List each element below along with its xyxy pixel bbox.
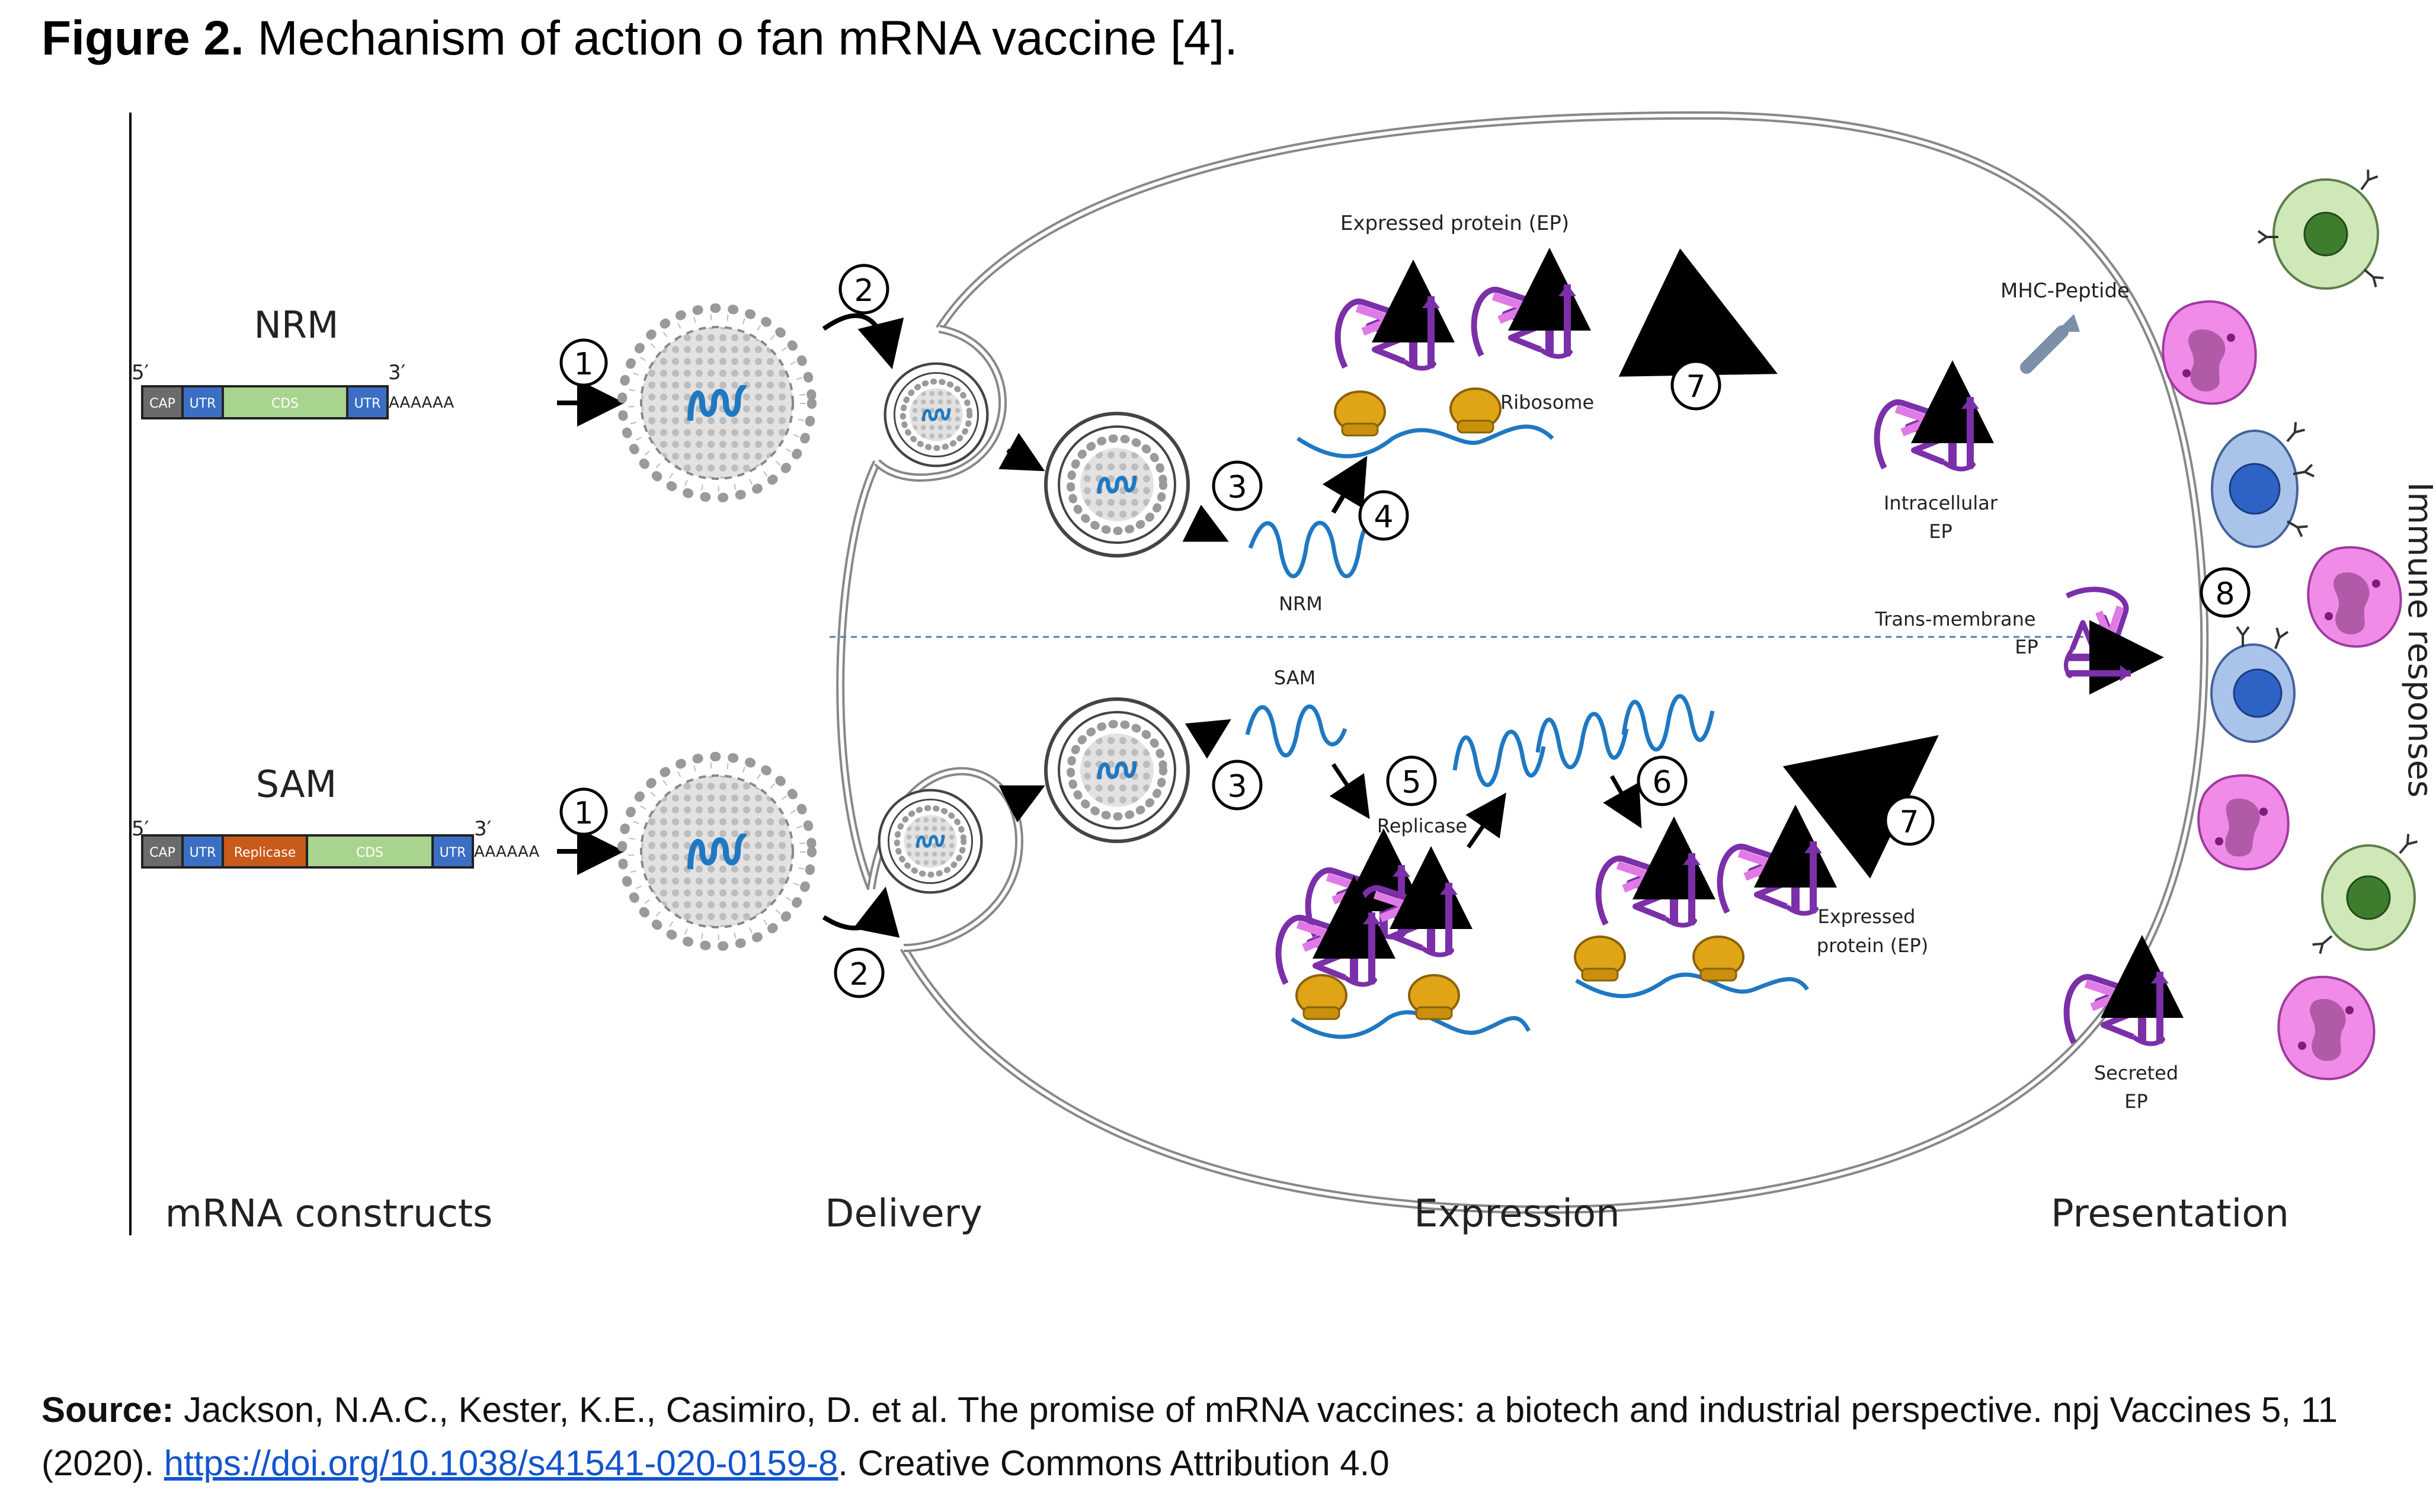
protein-transmembrane — [2066, 590, 2141, 681]
source-license: . Creative Commons Attribution 4.0 — [838, 1443, 1390, 1483]
protein-bottom-2 — [1720, 829, 1822, 914]
immune-cell-green-2 — [2311, 832, 2419, 955]
label-secreted-1: Secreted — [2094, 1062, 2178, 1084]
step-2-sam: 2 — [834, 947, 885, 998]
step-8: 8 — [2200, 567, 2251, 618]
step-3-nrm: 3 — [1212, 460, 1263, 511]
svg-text:6: 6 — [1652, 765, 1672, 800]
sam-construct: 5′ 3′ CAP UTR Replicase CDS UTR AAAAAA — [132, 817, 540, 869]
step-7-top: 7 — [1670, 360, 1721, 411]
label-transmembrane-1: Trans-membrane — [1874, 608, 2035, 630]
figure-caption: Mechanism of action o fan mRNA vaccine [… — [257, 11, 1238, 65]
step-3-sam: 3 — [1212, 760, 1263, 811]
stage-presentation: Presentation — [2051, 1192, 2289, 1236]
sam-seg-utr3: UTR — [440, 845, 466, 860]
construct-name-sam: SAM — [256, 763, 337, 806]
sam-seg-cap: CAP — [149, 845, 175, 860]
nrm-construct: 5′ 3′ CAP UTR CDS UTR AAAAAA — [132, 361, 454, 419]
svg-text:2: 2 — [854, 273, 873, 309]
svg-text:3: 3 — [1227, 470, 1247, 505]
protein-bottom-1 — [1599, 841, 1701, 925]
ribosome-bottom-2 — [1408, 974, 1460, 1020]
immune-cell-pink-3 — [2197, 774, 2290, 871]
label-ribosome: Ribosome — [1500, 391, 1594, 414]
lipid-nanoparticle-sam — [622, 757, 812, 946]
sam-seg-cds: CDS — [356, 845, 383, 860]
label-intracellular-1: Intracellular — [1884, 492, 1998, 514]
nrm-seg-cap: CAP — [149, 396, 175, 411]
svg-text:7: 7 — [1686, 369, 1705, 405]
step-4: 4 — [1358, 490, 1409, 541]
ribosome-bottom-3 — [1574, 936, 1626, 982]
svg-text:8: 8 — [2215, 576, 2235, 612]
label-expressed-protein-bottom-2: protein (EP) — [1817, 934, 1928, 957]
label-secreted-2: EP — [2124, 1090, 2148, 1113]
step-1-nrm: 1 — [559, 338, 608, 387]
cell-membrane — [836, 111, 2209, 1214]
immune-cell-green-1 — [2257, 168, 2385, 290]
source-label: Source: — [41, 1390, 174, 1430]
svg-text:4: 4 — [1374, 499, 1393, 535]
label-replicase: Replicase — [1377, 815, 1467, 837]
immune-cell-pink-1 — [2162, 300, 2257, 405]
svg-text:5: 5 — [1401, 765, 1421, 800]
immune-cell-pink-2 — [2307, 546, 2402, 648]
svg-text:7: 7 — [1899, 805, 1919, 840]
nrm-seg-utr5: UTR — [190, 396, 216, 411]
sam-seg-replicase: Replicase — [234, 845, 296, 860]
sam-seg-utr5: UTR — [190, 845, 216, 860]
nrm-five-prime: 5′ — [132, 361, 149, 385]
endosome-sam — [1046, 699, 1188, 841]
ribosome-bottom-1 — [1295, 974, 1347, 1020]
nrm-seg-cds: CDS — [271, 396, 299, 411]
immune-cell-blue-1 — [2211, 421, 2316, 548]
figure-label: Figure 2. — [41, 11, 244, 65]
ribosome-bottom-4 — [1692, 936, 1744, 982]
nrm-three-prime: 3′ — [388, 361, 405, 385]
stage-delivery: Delivery — [825, 1192, 982, 1236]
protein-top-2 — [1474, 273, 1576, 357]
protein-intracellular — [1877, 385, 1979, 469]
doi-link[interactable]: https://doi.org/10.1038/s41541-020-0159-… — [164, 1443, 838, 1483]
label-sam-strand: SAM — [1274, 667, 1315, 689]
label-expressed-protein-top: Expressed protein (EP) — [1340, 212, 1569, 235]
ribosome-top-1 — [1334, 390, 1386, 437]
label-mhc-peptide: MHC-Peptide — [2000, 279, 2130, 303]
step-6: 6 — [1637, 755, 1688, 806]
svg-text:2: 2 — [849, 957, 869, 992]
protein-top-1 — [1338, 284, 1440, 369]
mhc-peptide-receptor — [2020, 314, 2080, 374]
source-text: Jackson, N.A.C., Kester, K.E., Casimiro,… — [41, 1390, 2338, 1483]
sam-three-prime: 3′ — [474, 817, 491, 841]
svg-text:1: 1 — [574, 347, 593, 382]
step-7-bottom: 7 — [1884, 795, 1935, 846]
stage-expression: Expression — [1414, 1192, 1619, 1236]
immune-cell-blue-2 — [2210, 626, 2296, 743]
lipid-nanoparticle-nrm — [622, 308, 812, 498]
step-2-nrm: 2 — [838, 264, 889, 315]
step-1-sam: 1 — [559, 787, 608, 836]
construct-name-nrm: NRM — [254, 303, 339, 347]
label-expressed-protein-bottom-1: Expressed — [1818, 905, 1916, 928]
label-nrm-strand: NRM — [1279, 592, 1323, 615]
label-immune-responses: Immune responses — [2400, 482, 2436, 797]
endosome-forming-sam — [879, 790, 982, 893]
stage-mrna-constructs: mRNA constructs — [165, 1192, 493, 1236]
svg-text:3: 3 — [1227, 769, 1247, 805]
nrm-seg-utr3: UTR — [354, 396, 381, 411]
immune-cell-pink-4 — [2277, 975, 2376, 1081]
source-citation: Source: Jackson, N.A.C., Kester, K.E., C… — [41, 1383, 2400, 1490]
sam-tail: AAAAAA — [474, 843, 540, 861]
step-5: 5 — [1386, 755, 1437, 806]
ribosome-top-2 — [1449, 387, 1502, 434]
endosome-nrm — [1046, 414, 1188, 556]
svg-text:1: 1 — [574, 796, 593, 831]
label-intracellular-2: EP — [1929, 520, 1952, 543]
label-transmembrane-2: EP — [2015, 636, 2038, 658]
nrm-tail: AAAAAA — [389, 394, 454, 412]
figure-title: Figure 2. Mechanism of action o fan mRNA… — [41, 11, 1238, 66]
endosome-forming-nrm — [885, 364, 988, 466]
